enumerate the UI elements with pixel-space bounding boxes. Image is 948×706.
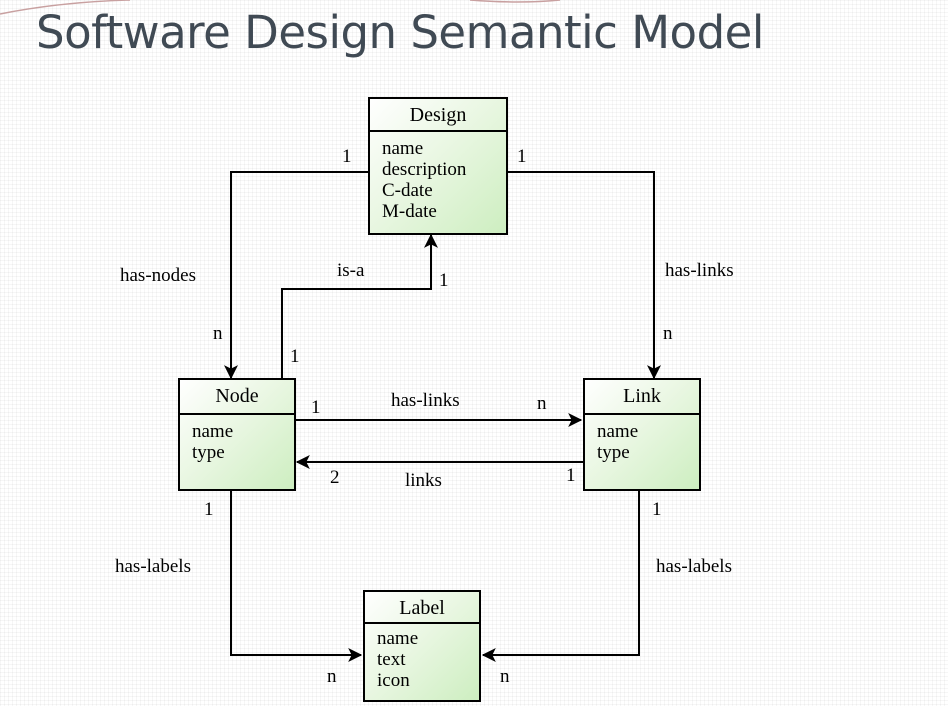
relation-label-node-has-links: has-links — [391, 390, 460, 411]
relation-label-has-nodes: has-nodes — [120, 265, 196, 286]
label-attribute: name — [377, 628, 419, 649]
link-has-labels-connector — [481, 490, 640, 662]
node-entity-name: Node — [180, 380, 294, 415]
node-has-labels-connector — [230, 490, 363, 662]
design-attributes: name description C-date M-date — [370, 132, 506, 222]
cardinality: 1 — [566, 465, 576, 486]
relation-label-links: links — [405, 470, 442, 491]
node-entity: Node name type — [178, 378, 296, 491]
design-attribute: name — [382, 138, 424, 159]
link-attribute: type — [597, 442, 630, 463]
cardinality: 1 — [290, 346, 300, 367]
design-entity-name: Design — [370, 99, 506, 132]
cardinality: n — [537, 393, 547, 414]
design-attribute: description — [382, 159, 467, 180]
label-attribute: icon — [377, 670, 410, 691]
cardinality: 1 — [311, 397, 321, 418]
cardinality: 1 — [204, 499, 214, 520]
label-attributes: name text icon — [365, 624, 479, 691]
is-a-connector — [281, 233, 438, 378]
page-title: Software Design Semantic Model — [36, 6, 764, 59]
design-attribute: C-date — [382, 180, 433, 201]
node-attribute: name — [192, 421, 234, 442]
has-nodes-connector — [224, 171, 368, 380]
cardinality: n — [327, 666, 337, 687]
cardinality: 1 — [517, 146, 527, 167]
label-entity: Label name text icon — [363, 590, 481, 702]
node-attribute: type — [192, 442, 225, 463]
node-attributes: name type — [180, 415, 294, 463]
relation-label-is-a: is-a — [337, 260, 365, 281]
relation-label-node-has-labels: has-labels — [115, 556, 191, 577]
cardinality: n — [500, 666, 510, 687]
relation-label-design-has-links: has-links — [665, 260, 734, 281]
decorative-arc — [0, 0, 561, 15]
cardinality: 1 — [342, 146, 352, 167]
link-entity-name: Link — [585, 380, 699, 415]
cardinality: n — [663, 323, 673, 344]
cardinality: 1 — [439, 270, 449, 291]
link-attribute: name — [597, 421, 639, 442]
design-attribute: M-date — [382, 201, 437, 222]
link-attributes: name type — [585, 415, 699, 463]
cardinality: 1 — [652, 499, 662, 520]
design-entity: Design name description C-date M-date — [368, 97, 508, 235]
relation-label-link-has-labels: has-labels — [656, 556, 732, 577]
label-entity-name: Label — [365, 592, 479, 624]
label-attribute: text — [377, 649, 406, 670]
link-entity: Link name type — [583, 378, 701, 491]
design-has-links-connector — [508, 171, 661, 380]
cardinality: n — [213, 323, 223, 344]
cardinality: 2 — [330, 467, 340, 488]
